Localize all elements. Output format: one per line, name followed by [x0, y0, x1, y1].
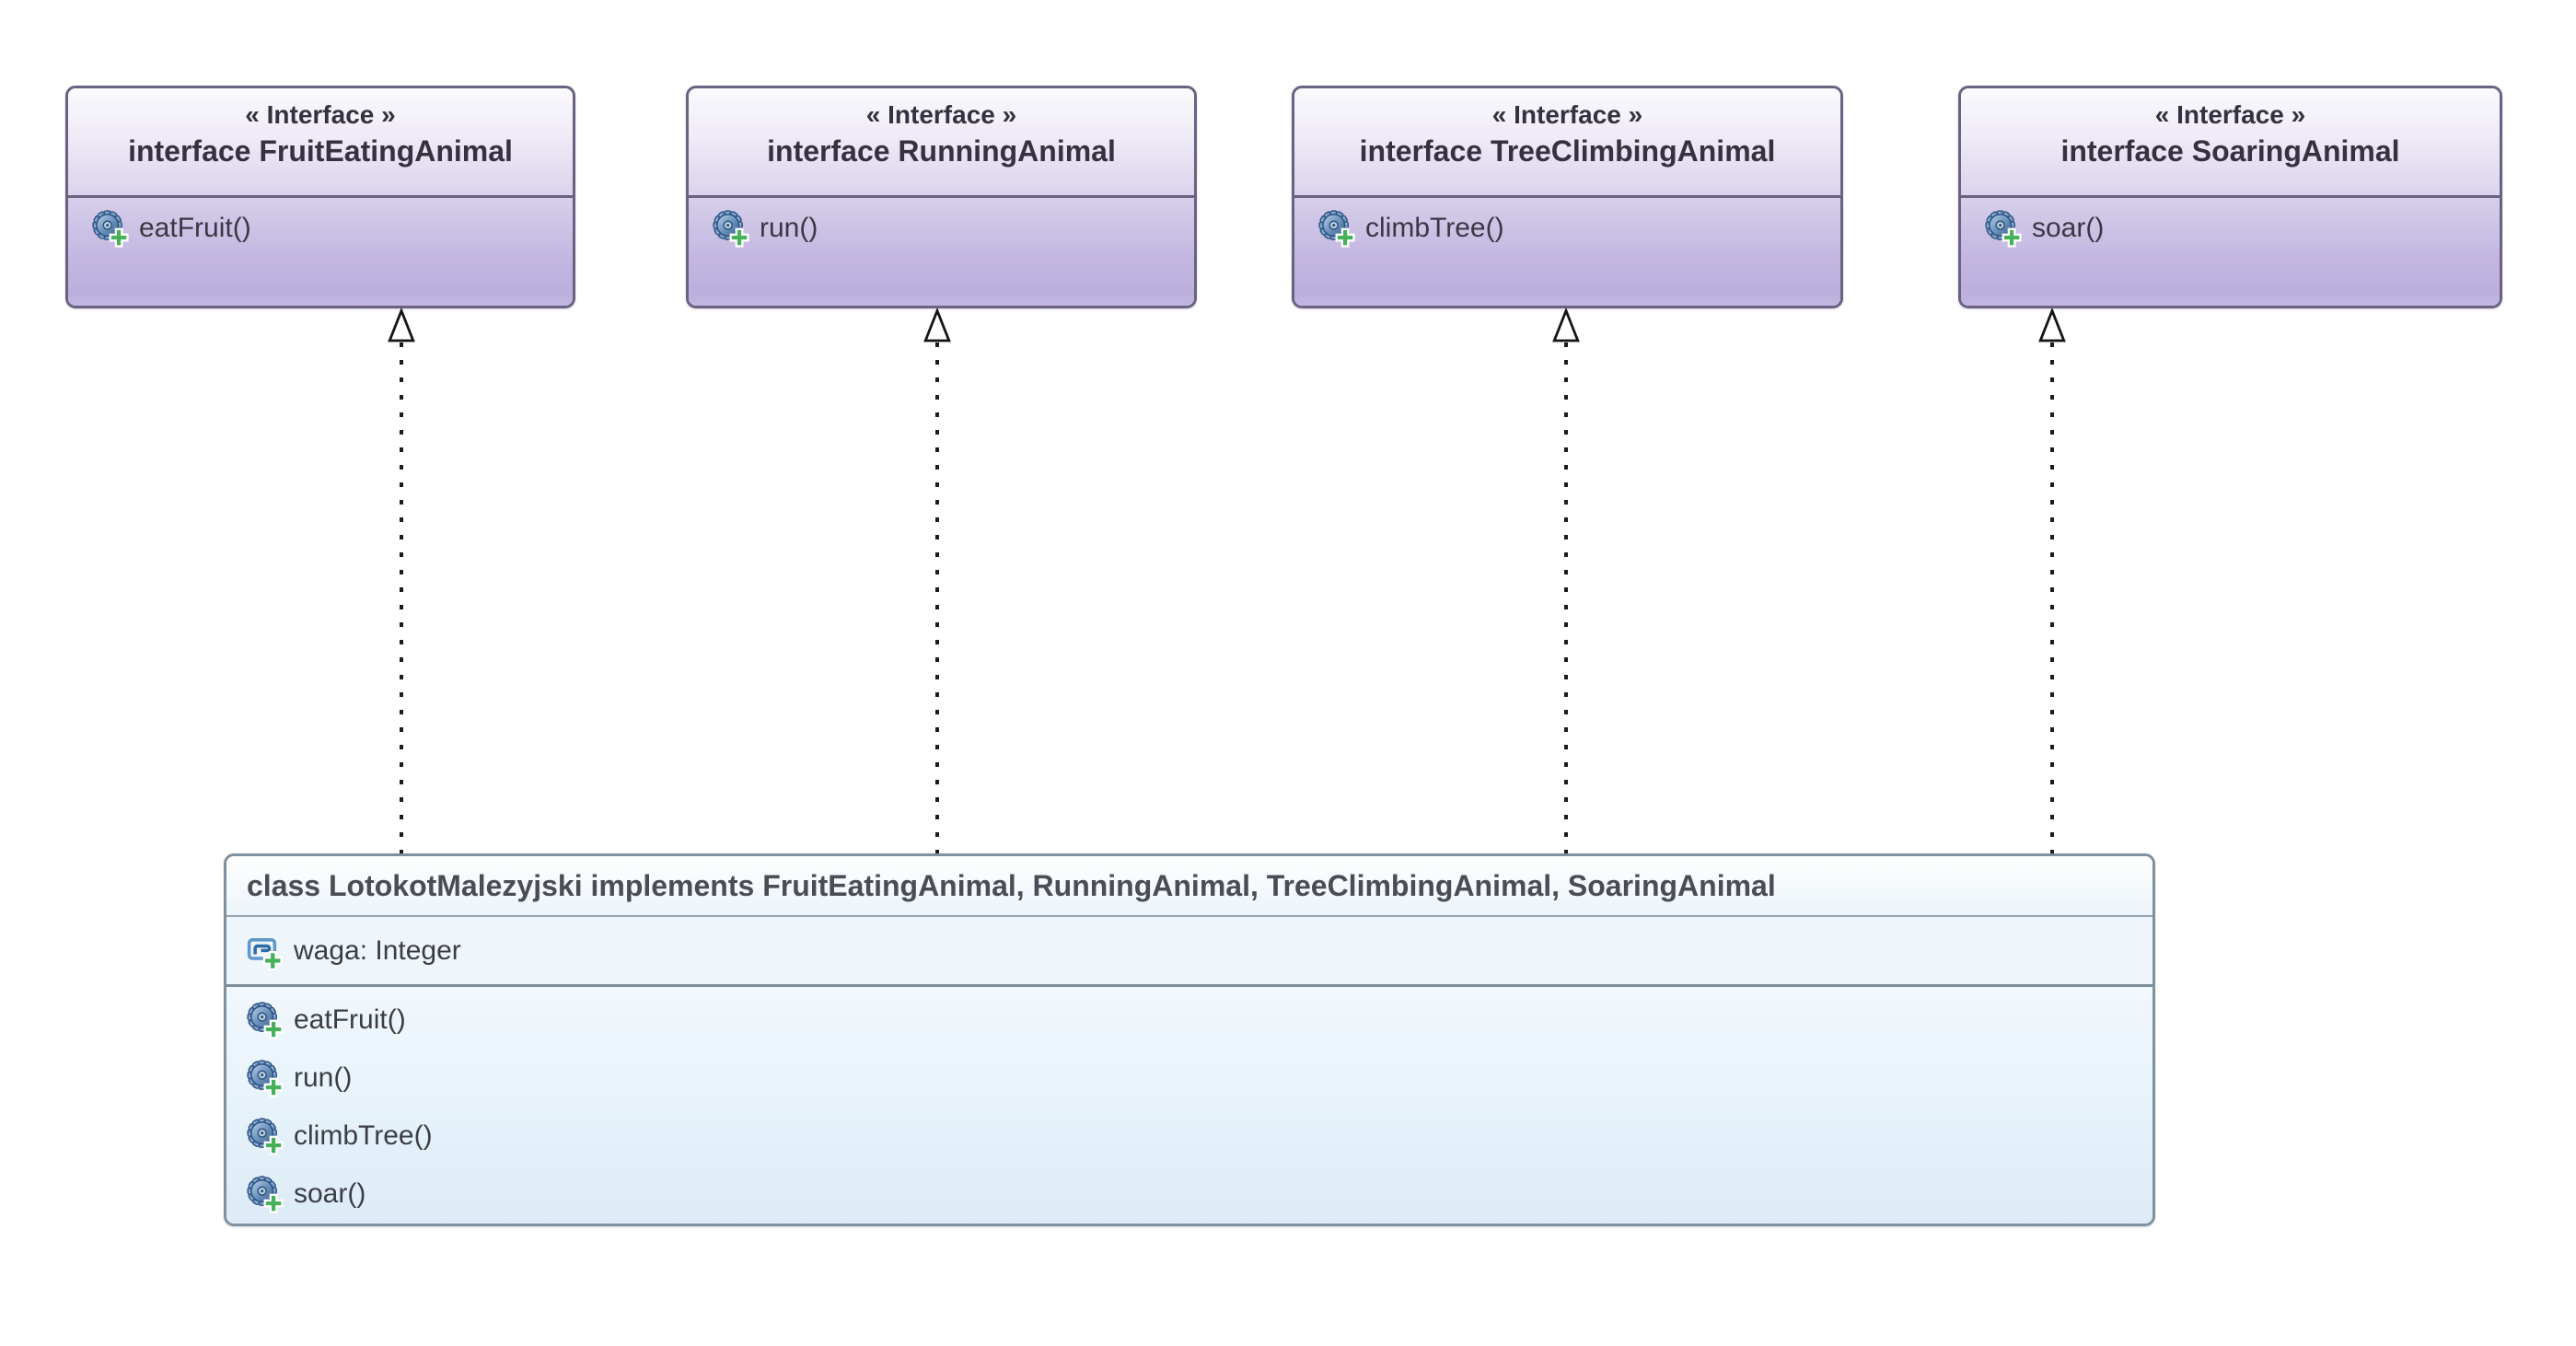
interface-methods-compartment: soar()	[1961, 198, 2500, 306]
method-row: eatFruit()	[245, 991, 2152, 1049]
realization-arrowhead	[1552, 308, 1580, 343]
method-row: soar()	[245, 1165, 2152, 1223]
class-node-lotokotmalezyjski: class LotokotMalezyjski implements Fruit…	[224, 853, 2155, 1226]
method-row: climbTree()	[245, 1107, 2152, 1165]
realization-dashed-line	[400, 342, 403, 853]
method-icon	[245, 1059, 284, 1097]
method-row: run()	[711, 209, 1194, 248]
interface-methods-compartment: eatFruit()	[68, 198, 573, 306]
class-header: class LotokotMalezyjski implements Fruit…	[226, 856, 2152, 917]
method-row: eatFruit()	[90, 209, 573, 248]
method-label: eatFruit()	[139, 213, 251, 243]
interface-methods-compartment: run()	[689, 198, 1194, 306]
interface-name: interface SoaringAnimal	[2060, 134, 2400, 168]
class-title: class LotokotMalezyjski implements Fruit…	[247, 868, 1776, 902]
attribute-row: waga: Integer	[245, 932, 461, 970]
interface-node-soaringanimal: « Interface » interface SoaringAnimal so…	[1958, 86, 2502, 308]
method-label: run()	[294, 1062, 353, 1093]
class-attributes-compartment: waga: Integer	[226, 917, 2152, 987]
realization-dashed-line	[2050, 342, 2054, 853]
realization-connector-fruiteatinganimal	[388, 308, 415, 853]
method-row: soar()	[1983, 209, 2500, 248]
method-label: climbTree()	[1365, 213, 1504, 243]
realization-arrowhead	[388, 308, 415, 343]
method-label: eatFruit()	[294, 1004, 406, 1035]
interface-header: « Interface » interface TreeClimbingAnim…	[1294, 88, 1840, 198]
method-icon	[1317, 209, 1355, 248]
interface-stereotype: « Interface »	[865, 100, 1017, 129]
interface-node-treeclimbinganimal: « Interface » interface TreeClimbingAnim…	[1292, 86, 1843, 308]
method-row: climbTree()	[1317, 209, 1840, 248]
interface-node-fruiteatinganimal: « Interface » interface FruitEatingAnima…	[65, 86, 575, 308]
method-row: run()	[245, 1049, 2152, 1107]
interface-header: « Interface » interface FruitEatingAnima…	[68, 88, 573, 198]
interface-name: interface TreeClimbingAnimal	[1359, 134, 1776, 168]
realization-connector-soaringanimal	[2038, 308, 2066, 853]
method-label: soar()	[2032, 213, 2105, 243]
interface-stereotype: « Interface »	[2154, 100, 2306, 129]
realization-arrowhead	[2038, 308, 2066, 343]
method-icon	[711, 209, 749, 248]
realization-connector-treeclimbinganimal	[1552, 308, 1580, 853]
interface-methods-compartment: climbTree()	[1294, 198, 1840, 306]
interface-stereotype: « Interface »	[245, 100, 396, 129]
realization-arrowhead	[923, 308, 951, 343]
interface-stereotype: « Interface »	[1491, 100, 1643, 129]
method-icon	[1983, 209, 2022, 248]
method-icon	[245, 1001, 284, 1039]
field-icon	[245, 932, 284, 970]
interface-node-runninganimal: « Interface » interface RunningAnimal ru…	[686, 86, 1197, 308]
realization-dashed-line	[935, 342, 939, 853]
method-icon	[245, 1175, 284, 1213]
interface-name: interface FruitEatingAnimal	[128, 134, 513, 168]
realization-connector-runninganimal	[923, 308, 951, 853]
realization-dashed-line	[1564, 342, 1568, 853]
interface-header: « Interface » interface RunningAnimal	[689, 88, 1194, 198]
method-icon	[245, 1117, 284, 1155]
method-label: soar()	[294, 1178, 366, 1209]
attribute-label: waga: Integer	[294, 934, 461, 966]
method-icon	[90, 209, 129, 248]
class-methods-compartment: eatFruit() run() climbTree() soar()	[226, 987, 2152, 1224]
method-label: climbTree()	[294, 1120, 433, 1151]
interface-header: « Interface » interface SoaringAnimal	[1961, 88, 2500, 198]
method-label: run()	[760, 213, 818, 243]
interface-name: interface RunningAnimal	[767, 134, 1116, 168]
